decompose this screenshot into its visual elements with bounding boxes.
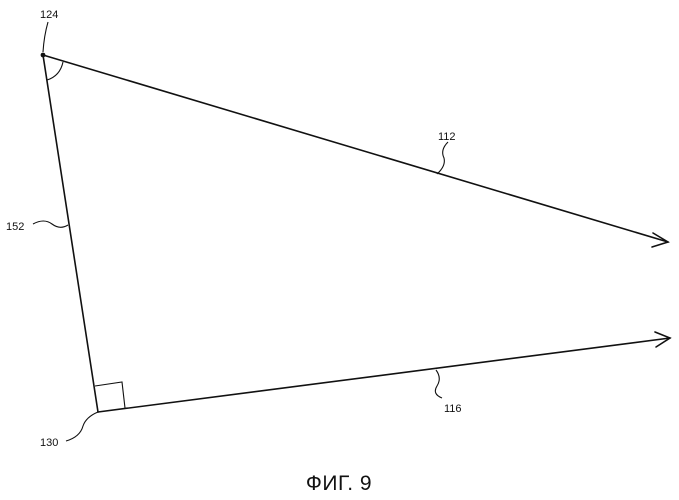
side-152-line (43, 55, 98, 412)
label-116: 116 (444, 403, 462, 415)
figure-caption: ФИГ. 9 (306, 472, 372, 495)
leader-152 (33, 221, 68, 227)
label-124: 124 (40, 9, 58, 21)
ray-112-line (43, 55, 668, 242)
angle-arc-124 (47, 62, 63, 80)
label-112: 112 (438, 131, 456, 143)
vertex-124-dot (41, 53, 46, 58)
leader-112 (437, 142, 448, 174)
leader-124 (43, 22, 48, 52)
label-130: 130 (40, 437, 58, 449)
leader-130 (66, 412, 98, 441)
label-152: 152 (6, 221, 24, 233)
right-angle-marker-130 (95, 382, 125, 408)
ray-116-line (98, 338, 670, 412)
leader-116 (435, 370, 442, 398)
